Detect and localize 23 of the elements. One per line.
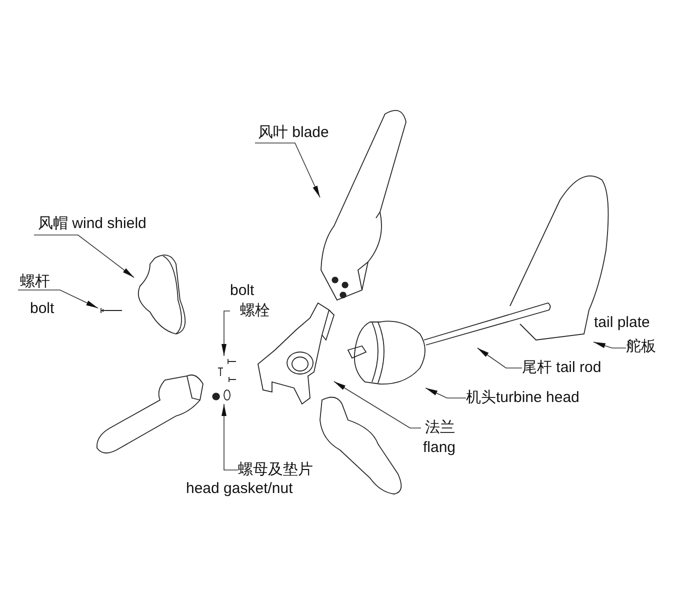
leader-line (477, 348, 522, 368)
leader-line (254, 142, 320, 198)
leader-line (593, 342, 626, 348)
callout-text: 尾杆 tail rod (522, 358, 602, 377)
callout-text: flang (423, 438, 456, 457)
callout-text: head gasket/nut (186, 479, 293, 498)
callout-text: 舵板 (626, 337, 656, 356)
callout-text: 螺栓 (240, 301, 270, 320)
callout-text: 螺杆 (20, 272, 50, 291)
leader-line (222, 310, 230, 356)
callout-text: 螺母及垫片 (238, 460, 313, 479)
callout-text: tail plate (594, 313, 650, 332)
leader-line (18, 290, 98, 308)
leader-line (222, 404, 238, 470)
callout-text: bolt (230, 281, 254, 300)
callout-text: 法兰 (425, 418, 455, 437)
callout-text: bolt (30, 299, 54, 318)
callout-text: 风帽 wind shield (38, 214, 146, 233)
callout-text: 风叶 blade (258, 123, 329, 142)
leader-line (34, 234, 134, 278)
callout-text: 机头turbine head (466, 388, 580, 407)
leader-line (425, 388, 466, 398)
leader-line (334, 381, 422, 428)
